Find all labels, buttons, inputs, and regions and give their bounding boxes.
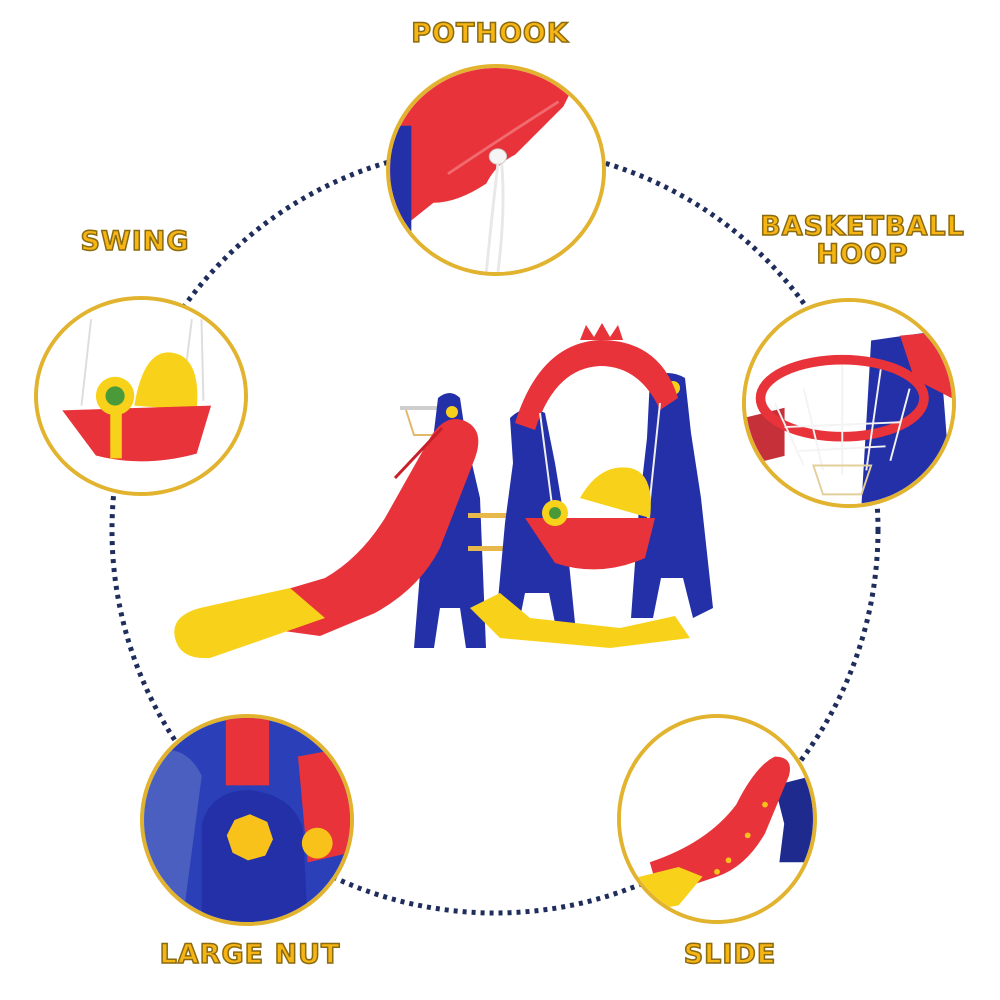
slide-swing-set-image <box>174 323 713 659</box>
slide-detail-image <box>621 718 813 920</box>
label-large-nut: LARGE NUT <box>159 939 341 970</box>
label-slide: SLIDE <box>683 939 777 970</box>
callout-circle-large-nut <box>140 714 354 926</box>
label-basketball-hoop: BASKETBALL HOOP <box>755 211 970 271</box>
label-basketball-line1: BASKETBALL <box>759 211 965 242</box>
callout-circle-slide <box>617 714 817 924</box>
swing-detail-image <box>38 300 244 492</box>
large-nut-detail-image <box>144 718 350 922</box>
callout-circle-basketball-hoop <box>742 298 956 508</box>
pothook-detail-image <box>390 68 602 272</box>
callout-circle-pothook <box>386 64 606 276</box>
label-basketball-line2: HOOP <box>816 239 909 271</box>
label-pothook: POTHOOK <box>410 18 569 49</box>
callout-circle-swing <box>34 296 248 496</box>
basketball-hoop-detail-image <box>746 302 952 504</box>
label-swing: SWING <box>80 226 190 257</box>
